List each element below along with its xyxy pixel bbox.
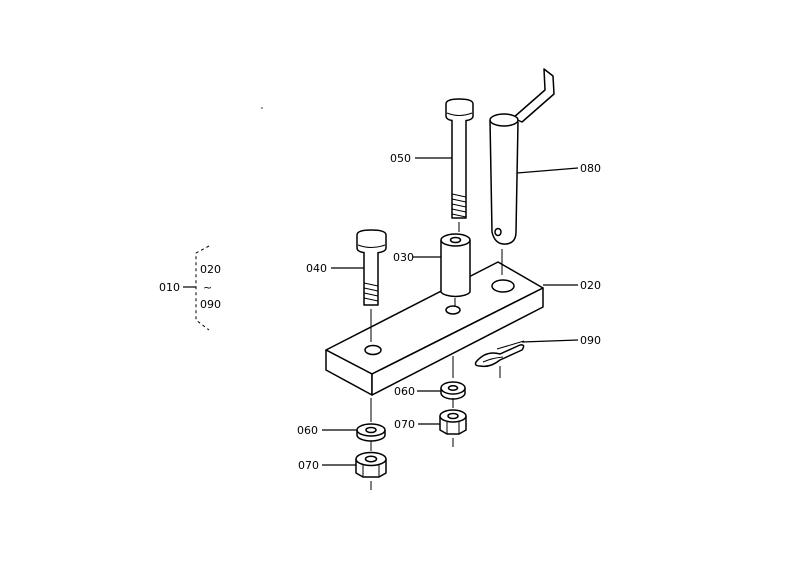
plate-hole-right <box>491 279 515 293</box>
nut-right <box>439 409 467 435</box>
label-assembly: 010 <box>159 281 180 294</box>
hitch-pin <box>489 68 555 245</box>
label-plate: 020 <box>580 279 601 292</box>
label-nut-right: 070 <box>394 418 415 431</box>
washer-left <box>356 423 386 442</box>
nut-left <box>355 451 387 478</box>
label-washer-right: 060 <box>394 385 415 398</box>
assembly-bracket <box>183 245 210 331</box>
label-clip: 090 <box>580 334 601 347</box>
label-spacer: 030 <box>393 251 414 264</box>
plate-hole-left <box>364 344 382 356</box>
bolt-short <box>356 229 387 306</box>
plate-hole-middle <box>445 305 461 315</box>
spacer-sleeve <box>440 233 471 298</box>
label-range-tilde: ~ <box>203 281 212 294</box>
base-plate <box>325 261 544 396</box>
label-range-from: 020 <box>200 263 221 276</box>
label-bolt-short: 040 <box>306 262 327 275</box>
r-clip <box>474 340 525 368</box>
label-pin: 080 <box>580 162 601 175</box>
washer-right <box>440 381 466 400</box>
label-nut-left: 070 <box>298 459 319 472</box>
bolt-long <box>445 98 474 219</box>
label-bolt-long: 050 <box>390 152 411 165</box>
label-washer-left: 060 <box>297 424 318 437</box>
label-range-to: 090 <box>200 298 221 311</box>
